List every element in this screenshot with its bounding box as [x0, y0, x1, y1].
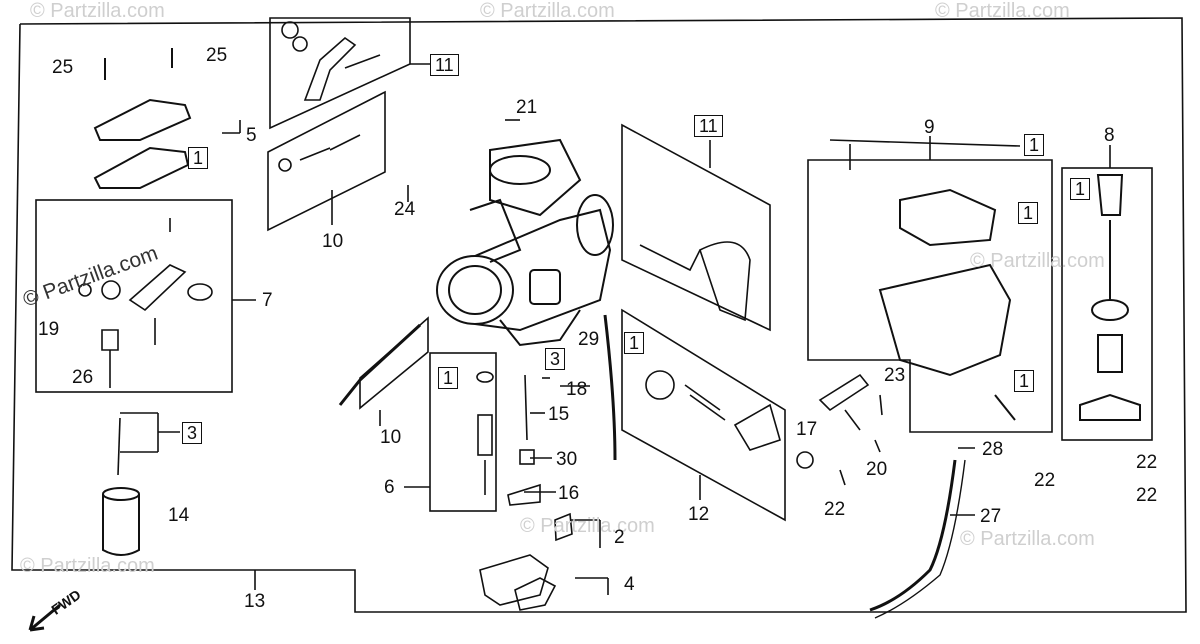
callout-2: 2: [614, 527, 625, 548]
callout-24: 24: [394, 199, 416, 220]
callout-10-lower: 10: [380, 427, 402, 448]
callout-13: 13: [244, 591, 266, 612]
throttle-cable: [338, 323, 422, 406]
ref-box-3-left: 3: [182, 422, 203, 444]
callout-6: 6: [384, 477, 395, 498]
vent-tube: [603, 314, 617, 461]
idle-linkage-parts: [78, 218, 213, 388]
kit-box-6: [429, 352, 497, 512]
watermark-5: © Partzilla.com: [960, 528, 1095, 550]
callout-4: 4: [624, 574, 635, 595]
callout-15: 15: [548, 404, 570, 425]
callout-17: 17: [796, 419, 818, 440]
ref-box-1-box9-gasket: 1: [1018, 202, 1039, 224]
callout-22-right-a: 22: [1136, 452, 1158, 473]
watermark-4: © Partzilla.com: [520, 515, 655, 537]
callout-20: 20: [866, 459, 888, 480]
outer-frame: [11, 17, 1187, 613]
piston: [102, 487, 140, 556]
kit-box-7: [35, 199, 233, 393]
watermark-1: © Partzilla.com: [30, 0, 165, 22]
kit-box-11-top: [269, 17, 411, 130]
callout-23: 23: [884, 365, 906, 386]
diaphragm-parts: [1079, 174, 1141, 421]
callout-5: 5: [246, 125, 257, 146]
pilot-screw-parts: [476, 371, 494, 495]
callout-14: 14: [168, 505, 190, 526]
watermark-3: © Partzilla.com: [935, 0, 1070, 22]
callout-21: 21: [516, 97, 538, 118]
callout-22-left: 22: [824, 499, 846, 520]
bracket-parts: [796, 373, 883, 486]
kit-box-12: [621, 308, 786, 522]
kit-box-10-lower: [359, 316, 429, 410]
carburetor-body: [436, 138, 614, 347]
callout-22-right-c: 22: [1136, 485, 1158, 506]
accelerator-pump-parts: [645, 370, 781, 451]
callout-28: 28: [982, 439, 1004, 460]
drain-tube: [869, 459, 957, 612]
ref-box-11-top: 11: [430, 54, 459, 76]
fwd-arrow: [28, 603, 61, 632]
callout-10-top: 10: [322, 231, 344, 252]
callout-27: 27: [980, 506, 1002, 527]
ref-box-1-top-left: 1: [188, 147, 209, 169]
callout-29: 29: [578, 329, 600, 350]
top-cover: [93, 48, 192, 189]
callout-25-left: 25: [52, 57, 74, 78]
kit-box-11-mid: [621, 123, 771, 332]
callout-22-right-b: 22: [1034, 470, 1056, 491]
callout-30: 30: [556, 449, 578, 470]
ref-box-1-box8: 1: [1070, 178, 1091, 200]
callout-25-right: 25: [206, 45, 228, 66]
float-bowl-parts: [878, 188, 1016, 421]
callout-9: 9: [924, 117, 935, 138]
callout-8: 8: [1104, 125, 1115, 146]
callout-18: 18: [566, 379, 588, 400]
watermark-6: © Partzilla.com: [20, 555, 155, 577]
ref-box-1-box12: 1: [624, 332, 645, 354]
needle-jet-parts: [507, 374, 541, 506]
watermark-2: © Partzilla.com: [480, 0, 615, 22]
throttle-linkage-parts: [281, 21, 381, 101]
ref-box-1-box9-top: 1: [1024, 134, 1045, 156]
kit-box-8: [1061, 167, 1153, 441]
float-parts: [479, 512, 573, 611]
ref-box-3-mid: 3: [545, 348, 566, 370]
callout-16: 16: [558, 483, 580, 504]
callout-26: 26: [72, 367, 94, 388]
ref-box-1-box9-bottom: 1: [1014, 370, 1035, 392]
callout-7: 7: [262, 290, 273, 311]
jet-needle: [117, 417, 121, 476]
watermark-7: © Partzilla.com: [970, 250, 1105, 272]
ref-box-11-mid: 11: [694, 115, 723, 137]
adjust-screw-parts: [278, 134, 361, 172]
throttle-shaft-parts: [639, 241, 751, 322]
callout-12: 12: [688, 504, 710, 525]
ref-box-1-box6: 1: [438, 367, 459, 389]
callout-19: 19: [38, 319, 60, 340]
kit-box-9: [807, 159, 1053, 433]
kit-box-10-top: [267, 90, 386, 232]
